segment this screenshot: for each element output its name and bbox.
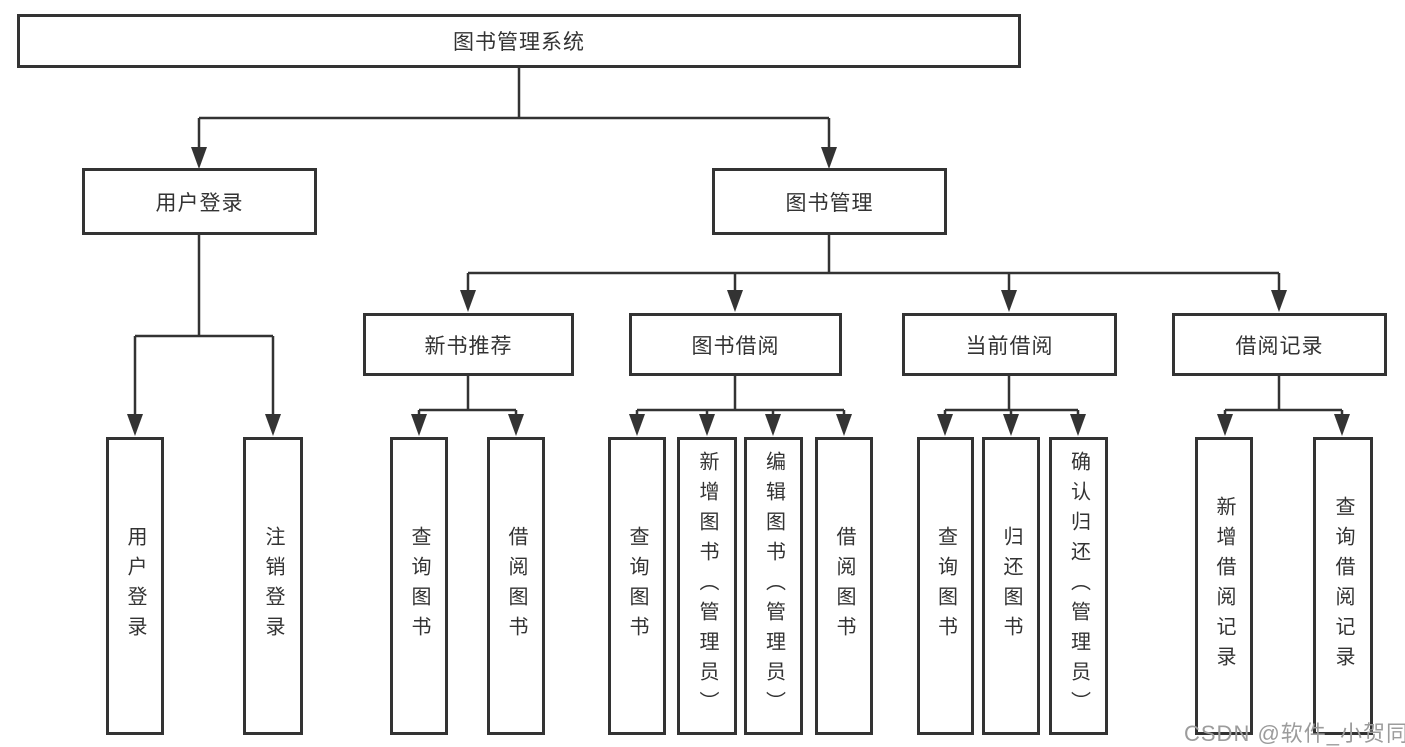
arrowhead [1217, 414, 1233, 436]
node-book-borrowing: 图书借阅 [629, 313, 842, 376]
arrowhead [1001, 290, 1017, 312]
node-leaf-add-book-admin: 新增图书（管理员） [677, 437, 737, 735]
node-leaf-add-borrow-record: 新增借阅记录 [1195, 437, 1253, 735]
node-leaf-user-login: 用户登录 [106, 437, 164, 735]
node-leaf-query-book-1: 查询图书 [390, 437, 448, 735]
connector-book-borrowing-branch [635, 376, 846, 415]
connector-book-management-branch [466, 235, 1281, 291]
node-leaf-confirm-return-admin: 确认归还（管理员） [1049, 437, 1108, 735]
node-leaf-query-book-3: 查询图书 [917, 437, 974, 735]
node-root: 图书管理系统 [17, 14, 1021, 68]
connector-root-branch [197, 68, 831, 148]
connector-new-book-branch [417, 376, 518, 415]
node-new-book-recommend: 新书推荐 [363, 313, 574, 376]
arrowhead [1334, 414, 1350, 436]
arrowhead [836, 414, 852, 436]
arrowhead [1271, 290, 1287, 312]
arrowhead [765, 414, 781, 436]
arrowhead [937, 414, 953, 436]
arrowhead [265, 414, 281, 436]
node-leaf-query-book-2: 查询图书 [608, 437, 666, 735]
arrowhead [1003, 414, 1019, 436]
node-current-borrowing: 当前借阅 [902, 313, 1117, 376]
node-borrowing-records: 借阅记录 [1172, 313, 1387, 376]
node-leaf-borrow-book-1: 借阅图书 [487, 437, 545, 735]
node-leaf-logout: 注销登录 [243, 437, 303, 735]
arrowhead [127, 414, 143, 436]
node-book-management: 图书管理 [712, 168, 947, 235]
node-leaf-edit-book-admin: 编辑图书（管理员） [744, 437, 803, 735]
arrowhead [411, 414, 427, 436]
connector-user-login-branch [133, 235, 275, 415]
connector-current-borrowing-branch [943, 376, 1080, 415]
node-leaf-return-book: 归还图书 [982, 437, 1040, 735]
node-leaf-query-borrow-record: 查询借阅记录 [1313, 437, 1373, 735]
arrowhead [508, 414, 524, 436]
node-user-login: 用户登录 [82, 168, 317, 235]
arrowhead [727, 290, 743, 312]
arrowhead [1070, 414, 1086, 436]
arrowhead [460, 290, 476, 312]
arrowhead [191, 147, 207, 169]
watermark: CSDN @软件_小贺同学 [1184, 721, 1405, 746]
arrowhead [699, 414, 715, 436]
arrowhead [629, 414, 645, 436]
arrowhead [821, 147, 837, 169]
node-leaf-borrow-book-2: 借阅图书 [815, 437, 873, 735]
connector-borrowing-records-branch [1223, 376, 1344, 415]
